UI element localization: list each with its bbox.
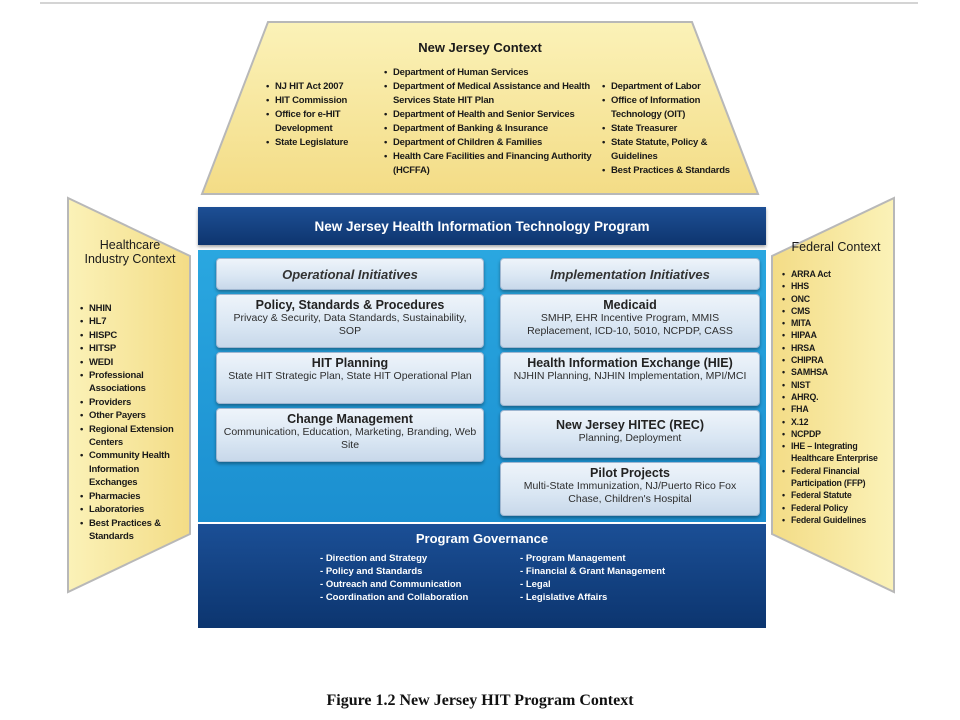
- box-title: Health Information Exchange (HIE): [527, 356, 733, 370]
- box-title: HIT Planning: [311, 356, 389, 370]
- federal-context-list: ARRA Act HHS ONC CMS MITA HIPAA HRSA CHI…: [782, 268, 890, 527]
- list-item: HIT Commission: [266, 94, 376, 108]
- list-item: Regional Extension Centers: [80, 423, 180, 450]
- list-item: MITA: [782, 317, 890, 330]
- list-item: Direction and Strategy: [320, 552, 468, 565]
- list-item: ARRA Act: [782, 268, 890, 281]
- list-item: HRSA: [782, 342, 890, 355]
- healthcare-context-title: Healthcare Industry Context: [84, 238, 176, 266]
- hie-box: Health Information Exchange (HIE) NJHIN …: [500, 352, 760, 406]
- box-desc: Multi-State Immunization, NJ/Puerto Rico…: [523, 480, 737, 505]
- list-item: Federal Statute: [782, 489, 890, 502]
- list-item: Legal: [520, 578, 665, 591]
- change-management-box: Change Management Communication, Educati…: [216, 408, 484, 462]
- box-title: Change Management: [287, 412, 413, 426]
- box-desc: SMHP, EHR Incentive Program, MMIS Replac…: [527, 312, 733, 337]
- top-rule: [40, 2, 918, 4]
- list-item: HIPAA: [782, 329, 890, 342]
- governance-title: Program Governance: [415, 531, 549, 546]
- list-item: NCPDP: [782, 428, 890, 441]
- pilot-projects-box: Pilot Projects Multi-State Immunization,…: [500, 462, 760, 516]
- list-item: Best Practices & Standards: [80, 517, 180, 544]
- list-item: Federal Policy: [782, 502, 890, 515]
- list-item: Department of Children & Families: [384, 136, 594, 150]
- program-governance-panel: Program Governance Direction and Strateg…: [198, 524, 766, 628]
- hit-planning-box: HIT Planning State HIT Strategic Plan, S…: [216, 352, 484, 404]
- list-item: HHS: [782, 280, 890, 293]
- list-item: HL7: [80, 315, 180, 329]
- list-item: AHRQ.: [782, 391, 890, 404]
- policy-standards-box: Policy, Standards & Procedures Privacy &…: [216, 294, 484, 348]
- box-desc: Planning, Deployment: [578, 432, 682, 444]
- list-item: Professional Associations: [80, 369, 180, 396]
- list-item: ONC: [782, 293, 890, 306]
- list-item: Department of Labor: [602, 80, 752, 94]
- nj-context-list-3: Department of Labor Office of Informatio…: [602, 80, 752, 178]
- list-item: X.12: [782, 416, 890, 429]
- list-item: WEDI: [80, 356, 180, 370]
- implementation-initiatives-header: Implementation Initiatives: [500, 258, 760, 290]
- list-item: Department of Health and Senior Services: [384, 108, 594, 122]
- healthcare-context-panel: Healthcare Industry Context NHIN HL7 HIS…: [66, 196, 192, 594]
- nj-context-panel: New Jersey Context NJ HIT Act 2007 HIT C…: [200, 20, 760, 196]
- list-item: Other Payers: [80, 409, 180, 423]
- box-desc: Privacy & Security, Data Standards, Sust…: [233, 312, 467, 337]
- federal-context-panel: Federal Context ARRA Act HHS ONC CMS MIT…: [766, 196, 896, 594]
- medicaid-box: Medicaid SMHP, EHR Incentive Program, MM…: [500, 294, 760, 348]
- list-item: Office of Information Technology (OIT): [602, 94, 752, 122]
- figure-caption: Figure 1.2 New Jersey HIT Program Contex…: [326, 692, 634, 709]
- operational-initiatives-header: Operational Initiatives: [216, 258, 484, 290]
- list-item: Department of Banking & Insurance: [384, 122, 594, 136]
- list-item: Pharmacies: [80, 490, 180, 504]
- list-item: HISPC: [80, 329, 180, 343]
- box-title: Pilot Projects: [590, 466, 670, 480]
- list-item: CMS: [782, 305, 890, 318]
- box-title: Medicaid: [603, 298, 657, 312]
- list-item: Financial & Grant Management: [520, 565, 665, 578]
- list-item: State Statute, Policy & Guidelines: [602, 136, 752, 164]
- list-item: Legislative Affairs: [520, 591, 665, 604]
- list-item: NJ HIT Act 2007: [266, 80, 376, 94]
- federal-context-title: Federal Context: [791, 240, 881, 254]
- list-item: Federal Financial Participation (FFP): [782, 465, 890, 490]
- list-item: HITSP: [80, 342, 180, 356]
- box-desc: NJHIN Planning, NJHIN Implementation, MP…: [513, 370, 747, 382]
- box-title: Policy, Standards & Procedures: [255, 298, 445, 312]
- list-item: NIST: [782, 379, 890, 392]
- list-item: Office for e-HIT Development: [266, 108, 376, 136]
- box-title: New Jersey HITEC (REC): [556, 418, 704, 432]
- governance-list-1: Direction and Strategy Policy and Standa…: [320, 552, 469, 604]
- list-item: Program Management: [520, 552, 665, 565]
- nj-context-list-1: NJ HIT Act 2007 HIT Commission Office fo…: [266, 80, 376, 150]
- nj-context-list-2: Department of Human Services Department …: [384, 66, 594, 178]
- list-item: Providers: [80, 396, 180, 410]
- list-item: FHA: [782, 403, 890, 416]
- box-desc: Communication, Education, Marketing, Bra…: [223, 426, 477, 451]
- list-item: Best Practices & Standards: [602, 164, 752, 178]
- list-item: Laboratories: [80, 503, 180, 517]
- list-item: Health Care Facilities and Financing Aut…: [384, 150, 594, 178]
- list-item: Department of Medical Assistance and Hea…: [384, 80, 594, 108]
- list-item: State Treasurer: [602, 122, 752, 136]
- list-item: Coordination and Collaboration: [320, 591, 469, 604]
- list-item: SAMHSA: [782, 366, 890, 379]
- list-item: NHIN: [80, 302, 180, 316]
- list-item: Department of Human Services: [384, 66, 594, 80]
- list-item: Federal Guidelines: [782, 514, 890, 527]
- hitec-rec-box: New Jersey HITEC (REC) Planning, Deploym…: [500, 410, 760, 458]
- program-title: New Jersey Health Information Technology…: [198, 207, 766, 245]
- governance-list-2: Program Management Financial & Grant Man…: [520, 552, 665, 604]
- list-item: Community Health Information Exchanges: [80, 449, 180, 489]
- nj-context-title: New Jersey Context: [418, 40, 542, 55]
- list-item: CHIPRA: [782, 354, 890, 367]
- list-item: Policy and Standards: [320, 565, 468, 578]
- box-desc: State HIT Strategic Plan, State HIT Oper…: [228, 370, 472, 382]
- healthcare-context-list: NHIN HL7 HISPC HITSP WEDI Professional A…: [80, 302, 180, 543]
- list-item: IHE – Integrating Healthcare Enterprise: [782, 440, 890, 465]
- list-item: Outreach and Communication: [320, 578, 468, 591]
- list-item: State Legislature: [266, 136, 376, 150]
